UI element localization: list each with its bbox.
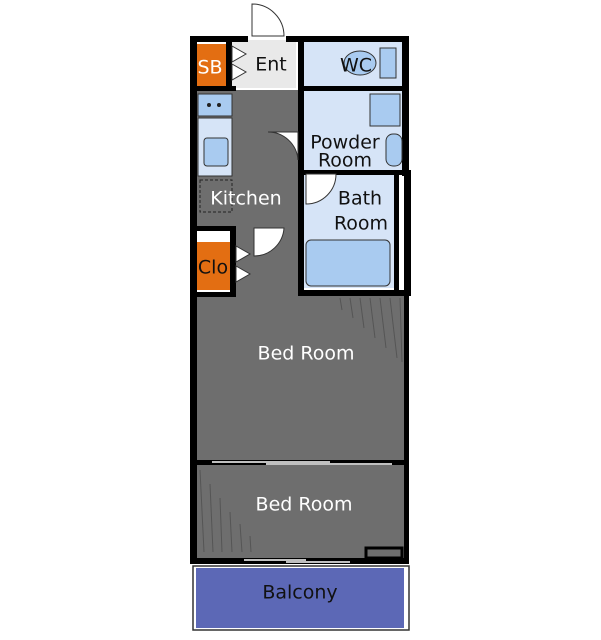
powder-room-sink [369,93,401,127]
label-powder-room-line1: Powder [310,132,380,154]
sliding-door-bed-rooms [212,461,392,465]
washing-machine-space [385,133,403,167]
label-closet: Clo [198,257,228,279]
label-bed-room-2: Bed Room [256,494,353,516]
label-kitchen: Kitchen [210,188,281,210]
balcony-rail [192,565,410,631]
window-hatching-bed-room-2 [199,469,252,553]
bathtub [305,239,391,287]
shoe-box [196,44,226,86]
label-bed-room-1: Bed Room [258,343,355,365]
label-sb: SB [197,57,222,79]
bed-room-2-floor [196,465,404,559]
label-bath-room-line2: Room [334,213,388,235]
kitchen-stove [197,93,233,117]
ac-unit [364,546,404,560]
balcony-window [244,559,350,563]
label-balcony: Balcony [262,582,337,604]
label-bath-room-line1: Bath [338,188,382,210]
entrance-floor [230,40,296,88]
window-hatching-bed-room-1 [339,297,403,363]
label-entrance: Ent [255,54,287,76]
bed-room-1-floor [196,295,404,461]
toilet [343,47,397,79]
kitchen-counter [197,117,233,177]
closet [196,242,230,290]
doors [231,3,337,283]
label-powder-room-line2: Room [318,150,372,172]
fridge-space [199,179,233,213]
balcony-floor [196,568,404,628]
label-wc: WC [340,55,372,77]
